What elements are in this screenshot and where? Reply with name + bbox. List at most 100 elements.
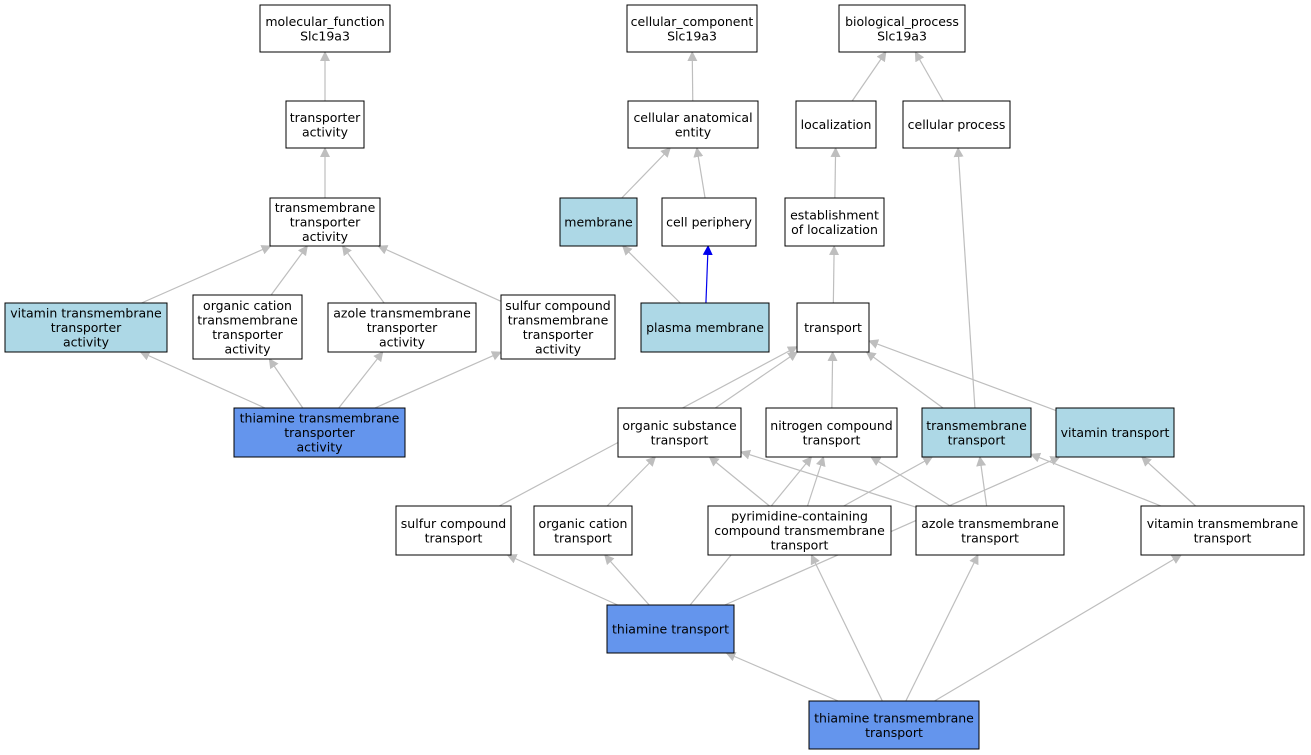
node-label-line: membrane: [564, 215, 633, 230]
node-label-line: transport: [651, 432, 709, 447]
node-box: [915, 505, 1065, 556]
edge-plasma-to-periphery: [702, 245, 713, 304]
node-label-line: azole transmembrane: [333, 306, 471, 321]
node-label-line: plasma membrane: [646, 320, 764, 335]
edge-thta-to-azta: [338, 351, 384, 409]
edge-pyrim-to-tmt: [843, 456, 934, 507]
go-term-node-thiamine-t[interactable]: thiamine transport: [606, 604, 735, 654]
node-label-line: sulfur compound: [401, 516, 506, 531]
node-box: [500, 294, 616, 360]
node-label-line: of localization: [791, 222, 878, 237]
node-label-line: activity: [302, 124, 349, 139]
node-label-line: transport: [865, 725, 923, 740]
go-term-node-membrane[interactable]: membrane: [559, 197, 638, 247]
node-box: [559, 197, 638, 247]
go-term-node-thta[interactable]: thiamine transmembranetransporteractivit…: [233, 407, 406, 458]
go-term-node-plasma[interactable]: plasma membrane: [640, 302, 770, 353]
node-box: [259, 4, 391, 53]
edge-orgsub-to-transport: [714, 351, 799, 409]
node-box: [1055, 407, 1175, 458]
edge-thta-to-sulta: [374, 351, 502, 409]
edge-cellproc-to-bp_root: [914, 51, 944, 102]
node-label-line: establishment: [790, 207, 879, 222]
node-label-line: transport: [554, 530, 612, 545]
go-term-node-sulta[interactable]: sulfur compoundtransmembranetransportera…: [500, 294, 616, 360]
edge-vitt-to-transport: [868, 339, 1057, 412]
edge-layer: [139, 51, 1197, 702]
edge-orgcat_t-to-orgsub: [606, 456, 657, 507]
node-label-line: transport: [804, 320, 862, 335]
node-box: [269, 197, 381, 247]
node-label-line: thiamine transmembrane: [240, 411, 400, 426]
go-term-node-localization[interactable]: localization: [795, 100, 877, 149]
edge-octa-to-tmta: [270, 245, 308, 296]
go-term-node-transport[interactable]: transport: [796, 302, 870, 353]
node-box: [533, 505, 633, 556]
edge-plasma-to-membrane: [622, 245, 681, 304]
node-box: [233, 407, 406, 458]
node-label-line: transporter: [523, 327, 594, 342]
go-term-node-periphery[interactable]: cell periphery: [661, 197, 757, 247]
edge-vittm_t-to-vitt: [1141, 456, 1197, 507]
node-box: [606, 604, 735, 654]
node-label-line: transport: [803, 432, 861, 447]
node-label-line: vitamin transmembrane: [10, 306, 162, 321]
node-label-line: activity: [296, 440, 343, 455]
edge-thta-to-octa: [268, 358, 304, 409]
edge-thiamine_t-to-sulfur_t: [506, 554, 618, 606]
edge-pyrim-to-nitro: [806, 456, 826, 507]
node-label-line: biological_process: [845, 14, 959, 29]
edge-azole_t-to-orgsub: [740, 449, 917, 508]
node-label-line: localization: [801, 117, 872, 132]
node-label-line: organic substance: [622, 418, 737, 433]
node-label-line: transport: [425, 530, 483, 545]
edge-periphery-to-cae: [693, 147, 706, 199]
node-label-line: cell periphery: [666, 215, 752, 230]
edge-vittm_t-to-tmt: [1030, 452, 1162, 507]
go-term-node-octa[interactable]: organic cationtransmembranetransporterac…: [192, 294, 303, 360]
edge-nitro-to-transport: [827, 351, 838, 409]
edge-estloc-to-localization: [830, 147, 841, 199]
node-label-line: azole transmembrane: [921, 516, 1059, 531]
edge-azole_t-to-nitro: [870, 456, 951, 507]
edge-cae-to-cc_root: [687, 51, 698, 102]
node-box: [796, 302, 870, 353]
node-label-line: cellular_component: [631, 14, 754, 29]
go-term-node-cellproc[interactable]: cellular process: [902, 100, 1011, 149]
node-label-line: transport: [948, 432, 1006, 447]
node-box: [626, 4, 758, 53]
node-label-line: transporter: [212, 327, 283, 342]
node-box: [327, 302, 477, 353]
go-term-node-vitt[interactable]: vitamin transport: [1055, 407, 1175, 458]
node-box: [808, 700, 980, 750]
node-label-line: Slc19a3: [300, 28, 350, 43]
node-box: [784, 197, 885, 247]
node-label-line: vitamin transport: [1061, 425, 1170, 440]
node-label-line: transport: [961, 530, 1019, 545]
node-label-line: activity: [302, 229, 349, 244]
edge-azole_t-to-tmt: [976, 456, 988, 507]
edge-tmt-to-transport: [865, 351, 944, 409]
node-label-line: Slc19a3: [877, 28, 927, 43]
node-label-line: activity: [535, 341, 582, 356]
